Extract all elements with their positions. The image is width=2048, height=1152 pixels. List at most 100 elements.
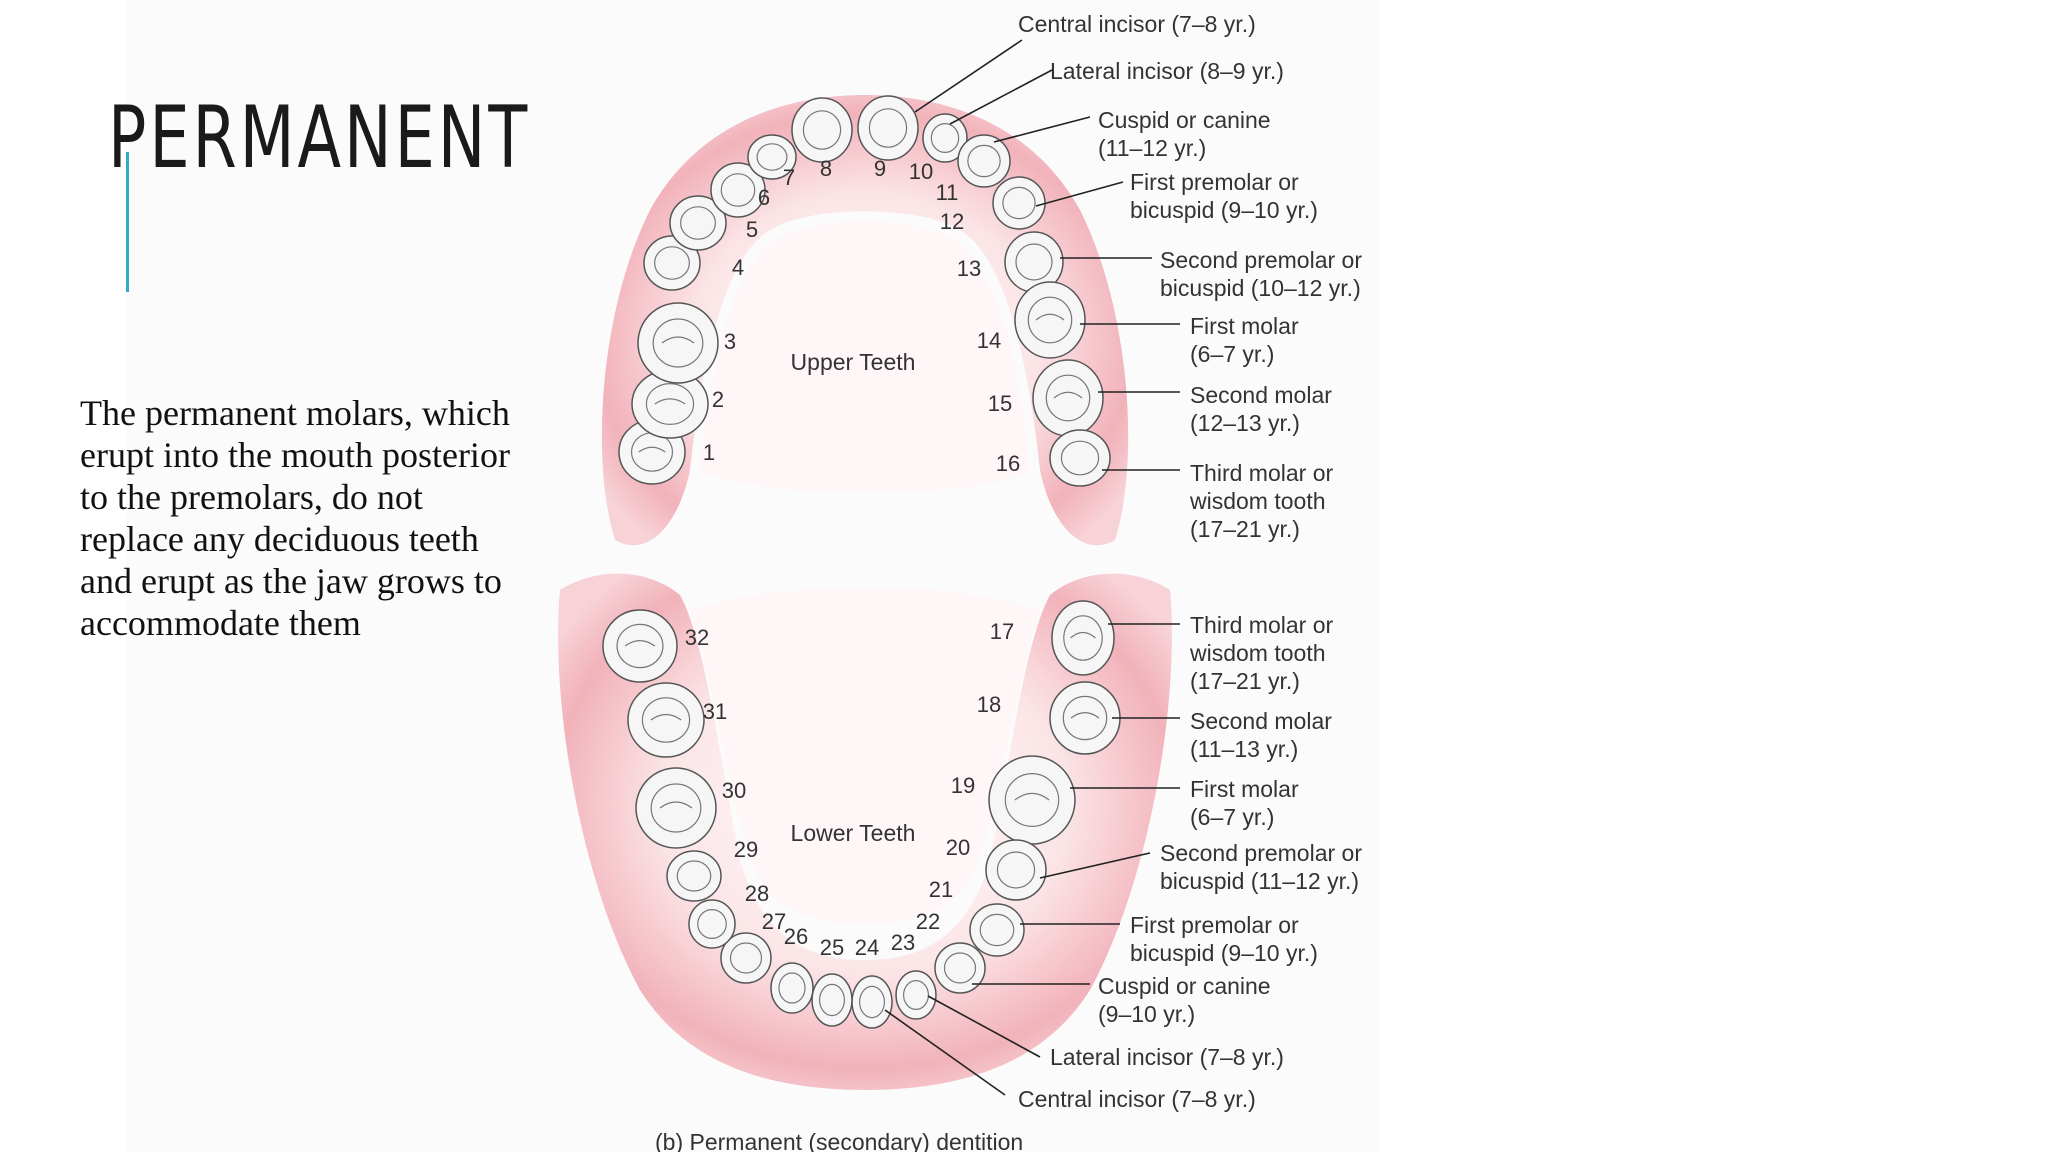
tooth-cusp <box>1062 695 1108 741</box>
lower-label-3: First molar(6–7 yr.) <box>1070 776 1299 830</box>
tooth-crown <box>666 850 722 902</box>
tooth-number: 32 <box>685 625 709 650</box>
tooth-number: 28 <box>745 881 769 906</box>
tooth-crown <box>992 176 1046 230</box>
tooth-crown <box>988 755 1076 845</box>
tooth-number: 22 <box>916 909 940 934</box>
lower-label-7: Lateral incisor (7–8 yr.) <box>927 995 1284 1070</box>
lower-teeth-label: Lower Teeth <box>791 820 916 846</box>
lower-label-8: Central incisor (7–8 yr.) <box>884 1009 1256 1112</box>
tooth-cusp <box>729 942 763 974</box>
tooth-crown <box>688 899 736 949</box>
tooth-number: 27 <box>762 909 786 934</box>
tooth-crown <box>791 97 853 163</box>
tooth-cusp <box>1015 243 1053 281</box>
tooth-label-text: (9–10 yr.) <box>1098 1001 1195 1027</box>
tooth-crown <box>627 682 705 758</box>
tooth-label-text: (17–21 yr.) <box>1190 668 1300 694</box>
tooth-cusp <box>818 983 845 1017</box>
tooth-crown <box>602 609 678 683</box>
lower-label-6: Cuspid or canine(9–10 yr.) <box>972 973 1271 1027</box>
tooth-label-text: (11–12 yr.) <box>1098 135 1206 161</box>
tooth <box>747 134 797 180</box>
tooth-cusp <box>1004 772 1060 827</box>
tooth-label-text: bicuspid (11–12 yr.) <box>1160 868 1359 894</box>
tooth-crown <box>969 903 1025 957</box>
tooth-cusp <box>1063 615 1103 661</box>
tooth-number: 16 <box>996 451 1020 476</box>
labels-layer: Central incisor (7–8 yr.)Lateral incisor… <box>884 11 1362 1112</box>
tooth-label-text: Lateral incisor (8–9 yr.) <box>1050 58 1284 84</box>
upper-label-1: Central incisor (7–8 yr.) <box>914 11 1256 113</box>
tooth-label-text: Cuspid or canine <box>1098 973 1271 999</box>
tooth-label-text: Third molar or <box>1190 460 1333 486</box>
tooth <box>1051 600 1115 676</box>
tooth-crown <box>720 932 772 984</box>
tooth-crown <box>637 302 719 384</box>
tooth-crown <box>710 162 766 218</box>
tooth-label-text: Third molar or <box>1190 612 1333 638</box>
tooth-cusp <box>652 318 704 368</box>
tooth-number: 4 <box>732 255 744 280</box>
diagram-caption: (b) Permanent (secondary) dentition <box>655 1129 1023 1152</box>
slide-title: PERMANENT <box>108 88 531 188</box>
leader-line <box>927 995 1041 1058</box>
tooth-cusp <box>720 173 756 207</box>
tooth-number: 12 <box>940 209 964 234</box>
tooth-crown <box>1014 281 1086 359</box>
tooth-number: 30 <box>722 778 746 803</box>
tooth-cusp <box>650 783 702 833</box>
tooth-cusp <box>654 246 690 280</box>
upper-label-6: First molar(6–7 yr.) <box>1080 313 1299 367</box>
tooth-number: 26 <box>784 924 808 949</box>
tooth-label-text: (12–13 yr.) <box>1190 410 1300 436</box>
tooth-cusp <box>645 383 695 426</box>
tooth-groove <box>650 713 682 721</box>
tooth-crown <box>985 839 1047 901</box>
leader-line <box>1039 852 1151 879</box>
tooth-label-text: Lateral incisor (7–8 yr.) <box>1050 1044 1284 1070</box>
leader-line <box>1035 181 1124 207</box>
tooth <box>710 162 766 218</box>
tooth-label-text: Second molar <box>1190 382 1332 408</box>
tooth-label-text: First premolar or <box>1130 169 1299 195</box>
tooth-number: 20 <box>946 835 970 860</box>
tooth-label-text: (11–13 yr.) <box>1190 736 1298 762</box>
tooth-label-text: wisdom tooth <box>1189 488 1326 514</box>
tooth <box>895 970 937 1020</box>
tooth-crown <box>857 95 919 161</box>
tooth <box>631 369 709 439</box>
tooth-cusp <box>1002 186 1036 220</box>
tooth-groove <box>1035 313 1065 321</box>
tooth-number: 29 <box>734 837 758 862</box>
tooth <box>957 134 1011 188</box>
tooth-groove <box>1014 792 1050 801</box>
tooth-groove <box>1070 631 1096 639</box>
tooth-number: 24 <box>855 935 879 960</box>
tooth-label-text: Cuspid or canine <box>1098 107 1271 133</box>
tooth-number: 31 <box>703 699 727 724</box>
tooth-cusp <box>858 985 885 1019</box>
title-accent-bar <box>126 152 129 292</box>
tooth <box>1014 281 1086 359</box>
tooth <box>985 839 1047 901</box>
upper-palate <box>700 221 1030 493</box>
tooth-label-text: (17–21 yr.) <box>1190 516 1300 542</box>
tooth <box>1032 359 1104 437</box>
tooth-crown <box>851 975 893 1029</box>
upper-label-3: Cuspid or canine(11–12 yr.) <box>993 107 1271 161</box>
tooth-groove <box>661 336 695 344</box>
tooth-crown <box>1049 681 1121 755</box>
tooth-label-text: First premolar or <box>1130 912 1299 938</box>
tooth-label-text: (6–7 yr.) <box>1190 804 1274 830</box>
tooth <box>922 113 968 163</box>
tooth-number: 23 <box>891 930 915 955</box>
tooth-crown <box>747 134 797 180</box>
tooth-crown <box>643 235 701 291</box>
leader-line <box>993 116 1091 143</box>
tooth <box>602 609 678 683</box>
